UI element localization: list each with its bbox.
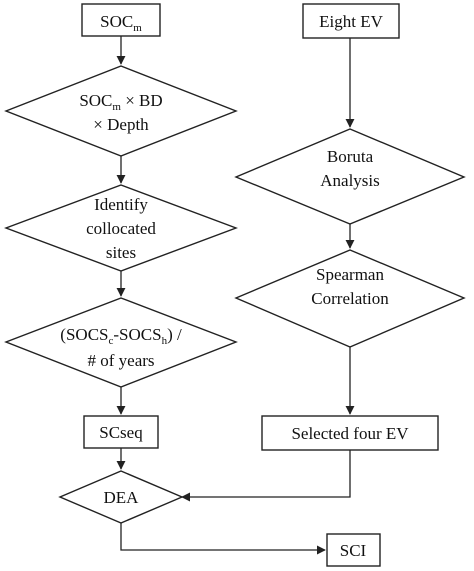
node-sci: SCI xyxy=(326,533,381,567)
node-spearman-correlation: Spearman Correlation xyxy=(234,249,466,348)
edge-dea-to-sci xyxy=(120,523,326,555)
soc-bd-rest: × BD xyxy=(121,91,163,110)
node-boruta-analysis: Boruta Analysis xyxy=(234,128,466,225)
node-scseq: SCseq xyxy=(83,415,159,449)
spearman-line1: Spearman xyxy=(316,265,384,284)
scseq-label: SCseq xyxy=(99,423,143,442)
node-eight-ev: Eight EV xyxy=(302,3,400,39)
socs-p3: ) / xyxy=(167,325,182,344)
spearman-line2: Correlation xyxy=(311,289,389,308)
identify-line2: collocated xyxy=(86,219,156,238)
soc-bd-main: SOC xyxy=(79,91,112,110)
dea-label: DEA xyxy=(104,488,140,507)
soc-bd-sub: m xyxy=(112,101,121,113)
socs-p1: (SOCS xyxy=(60,325,108,344)
svg-text:(SOCSc-SOCSh) /: (SOCSc-SOCSh) / xyxy=(60,325,182,347)
selected-four-ev-label: Selected four EV xyxy=(291,424,409,443)
node-identify-collocated-sites: Identify collocated sites xyxy=(4,184,238,272)
node-selected-four-ev: Selected four EV xyxy=(261,415,439,451)
socs-line2: # of years xyxy=(87,351,154,370)
socs-s2: h xyxy=(162,335,168,347)
node-socs-difference: (SOCSc-SOCSh) / # of years xyxy=(4,297,238,388)
svg-text:SOCm: SOCm xyxy=(100,12,142,34)
node-dea: DEA xyxy=(58,470,184,524)
identify-line3: sites xyxy=(106,243,136,262)
svg-text:SOCm × BD: SOCm × BD xyxy=(79,91,162,113)
node-soc-bd-depth: SOCm × BD × Depth xyxy=(4,65,238,157)
edge-selected-to-dea xyxy=(181,450,351,502)
boruta-line2: Analysis xyxy=(320,171,380,190)
socs-s1: c xyxy=(108,335,113,347)
socs-p2: -SOCS xyxy=(113,325,161,344)
sci-label: SCI xyxy=(340,541,367,560)
soc-m-sub: m xyxy=(133,22,142,34)
node-soc-m: SOCm xyxy=(81,3,161,37)
soc-bd-line2: × Depth xyxy=(93,115,149,134)
eight-ev-label: Eight EV xyxy=(319,12,383,31)
edges xyxy=(116,36,355,555)
identify-line1: Identify xyxy=(94,195,148,214)
soc-m-main: SOC xyxy=(100,12,133,31)
boruta-line1: Boruta xyxy=(327,147,374,166)
